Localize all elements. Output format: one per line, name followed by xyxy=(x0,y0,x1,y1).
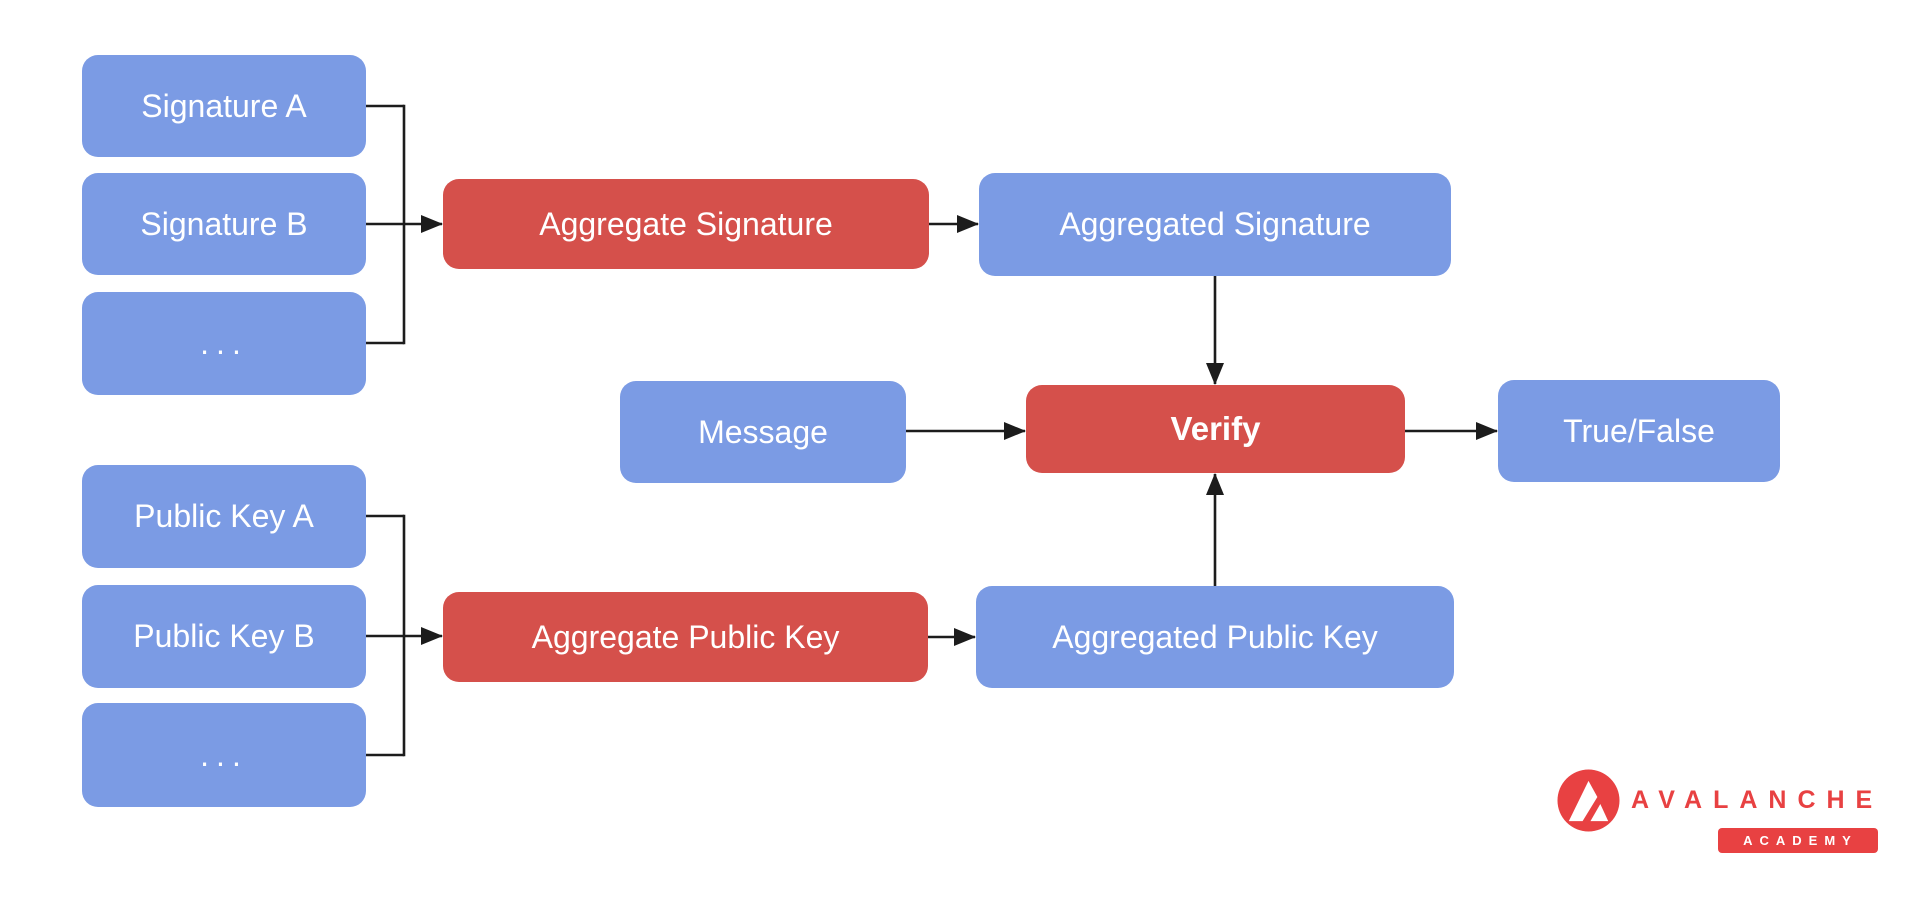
connector-public-keys-bus xyxy=(366,514,443,757)
node-aggregated-signature: Aggregated Signature xyxy=(979,173,1451,276)
node-signature-a: Signature A xyxy=(82,55,366,157)
node-aggregate-public-key: Aggregate Public Key xyxy=(443,592,928,682)
academy-badge: ACADEMY xyxy=(1718,828,1878,853)
node-true-false: True/False xyxy=(1498,380,1780,482)
avalanche-academy-logo: AVALANCHE ACADEMY xyxy=(1557,769,1879,854)
node-message: Message xyxy=(620,381,906,483)
node-verify: Verify xyxy=(1026,385,1405,473)
node-public-key-b: Public Key B xyxy=(82,585,366,688)
node-signature-ellipsis: ... xyxy=(82,292,366,395)
connector-signatures-bus xyxy=(366,104,443,345)
avalanche-logo-icon xyxy=(1557,769,1620,832)
node-public-key-ellipsis: ... xyxy=(82,703,366,807)
avalanche-wordmark: AVALANCHE xyxy=(1631,786,1884,814)
node-aggregated-public-key: Aggregated Public Key xyxy=(976,586,1454,688)
node-signature-b: Signature B xyxy=(82,173,366,275)
node-public-key-a: Public Key A xyxy=(82,465,366,568)
node-aggregate-signature: Aggregate Signature xyxy=(443,179,929,269)
